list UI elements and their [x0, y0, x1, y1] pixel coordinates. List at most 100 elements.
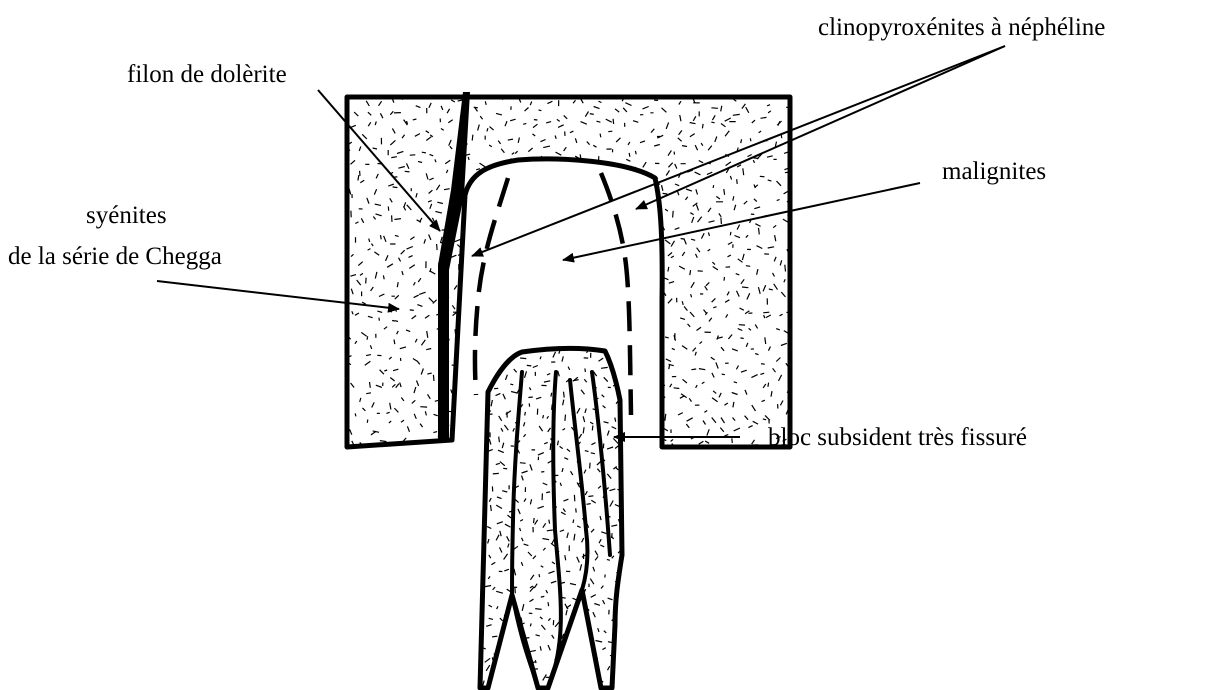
speckle-mark	[566, 291, 569, 297]
speckle-mark	[627, 434, 632, 436]
speckle-mark	[608, 168, 614, 171]
speckle-mark	[595, 278, 599, 280]
speckle-mark	[362, 302, 366, 304]
speckle-mark	[543, 366, 544, 369]
speckle-mark	[496, 332, 498, 337]
speckle-mark	[484, 389, 486, 392]
speckle-mark	[590, 463, 591, 469]
speckle-mark	[360, 273, 363, 275]
speckle-mark	[535, 403, 537, 409]
speckle-mark	[506, 628, 508, 633]
speckle-mark	[394, 408, 398, 412]
speckle-mark	[360, 180, 364, 183]
speckle-mark	[767, 105, 770, 106]
speckle-mark	[400, 347, 406, 349]
speckle-mark	[665, 452, 666, 457]
speckle-mark	[518, 210, 520, 216]
speckle-mark	[763, 384, 766, 388]
speckle-mark	[760, 373, 764, 374]
speckle-mark	[497, 606, 498, 609]
speckle-mark	[528, 267, 532, 268]
speckle-mark	[362, 134, 367, 139]
speckle-mark	[503, 297, 504, 300]
speckle-mark	[430, 154, 434, 155]
speckle-mark	[578, 430, 580, 432]
speckle-mark	[751, 375, 757, 378]
speckle-mark	[746, 266, 750, 267]
speckle-mark	[615, 109, 619, 112]
speckle-mark	[544, 273, 547, 275]
speckle-mark	[530, 586, 533, 588]
speckle-mark	[599, 539, 601, 543]
speckle-mark	[435, 159, 436, 162]
speckle-mark	[565, 415, 566, 421]
speckle-mark	[541, 420, 544, 425]
speckle-mark	[768, 180, 772, 181]
speckle-mark	[728, 335, 732, 340]
speckle-mark	[601, 367, 608, 368]
speckle-mark	[383, 275, 384, 279]
speckle-mark	[564, 665, 568, 670]
speckle-mark	[602, 424, 606, 426]
speckle-mark	[401, 446, 402, 451]
speckle-mark	[547, 416, 549, 419]
speckle-mark	[615, 418, 616, 422]
speckle-mark	[508, 379, 509, 382]
speckle-mark	[414, 282, 416, 285]
speckle-mark	[582, 538, 584, 542]
speckle-mark	[535, 520, 538, 525]
speckle-mark	[730, 232, 731, 235]
speckle-mark	[604, 369, 607, 371]
speckle-mark	[619, 176, 624, 178]
speckle-mark	[623, 374, 629, 376]
speckle-mark	[428, 394, 431, 399]
speckle-mark	[592, 271, 597, 274]
speckle-mark	[503, 394, 506, 399]
speckle-mark	[632, 439, 634, 443]
speckle-mark	[350, 275, 356, 277]
speckle-mark	[711, 357, 715, 360]
speckle-mark	[420, 424, 423, 428]
speckle-mark	[525, 445, 526, 450]
speckle-mark	[358, 175, 359, 180]
speckle-mark	[512, 214, 518, 217]
speckle-mark	[712, 262, 715, 265]
speckle-mark	[601, 586, 603, 589]
speckle-mark	[603, 371, 606, 377]
speckle-mark	[629, 642, 630, 646]
speckle-mark	[564, 499, 569, 501]
speckle-mark	[608, 131, 612, 132]
speckle-mark	[598, 486, 601, 489]
speckle-mark	[365, 361, 371, 365]
speckle-mark	[752, 120, 755, 123]
speckle-mark	[515, 662, 517, 664]
speckle-mark	[390, 198, 393, 202]
speckle-mark	[608, 332, 609, 338]
speckle-mark	[504, 425, 508, 430]
speckle-mark	[713, 307, 716, 308]
speckle-mark	[627, 658, 629, 662]
speckle-mark	[635, 151, 636, 154]
speckle-mark	[672, 348, 675, 349]
speckle-mark	[561, 512, 566, 514]
speckle-mark	[671, 256, 674, 258]
speckle-mark	[590, 172, 594, 176]
speckle-mark	[512, 153, 514, 155]
speckle-mark	[602, 437, 604, 443]
speckle-mark	[757, 269, 758, 275]
speckle-mark	[626, 448, 631, 449]
speckle-mark	[592, 426, 593, 431]
speckle-mark	[368, 112, 371, 115]
speckle-mark	[480, 308, 481, 312]
speckle-mark	[534, 226, 536, 230]
speckle-mark	[721, 106, 722, 112]
speckle-mark	[569, 324, 574, 327]
speckle-mark	[652, 389, 656, 390]
speckle-mark	[384, 327, 387, 330]
speckle-mark	[515, 151, 517, 153]
speckle-mark	[726, 314, 728, 317]
speckle-mark	[669, 365, 670, 370]
speckle-mark	[624, 336, 630, 337]
speckle-mark	[567, 305, 569, 308]
speckle-mark	[578, 650, 582, 651]
